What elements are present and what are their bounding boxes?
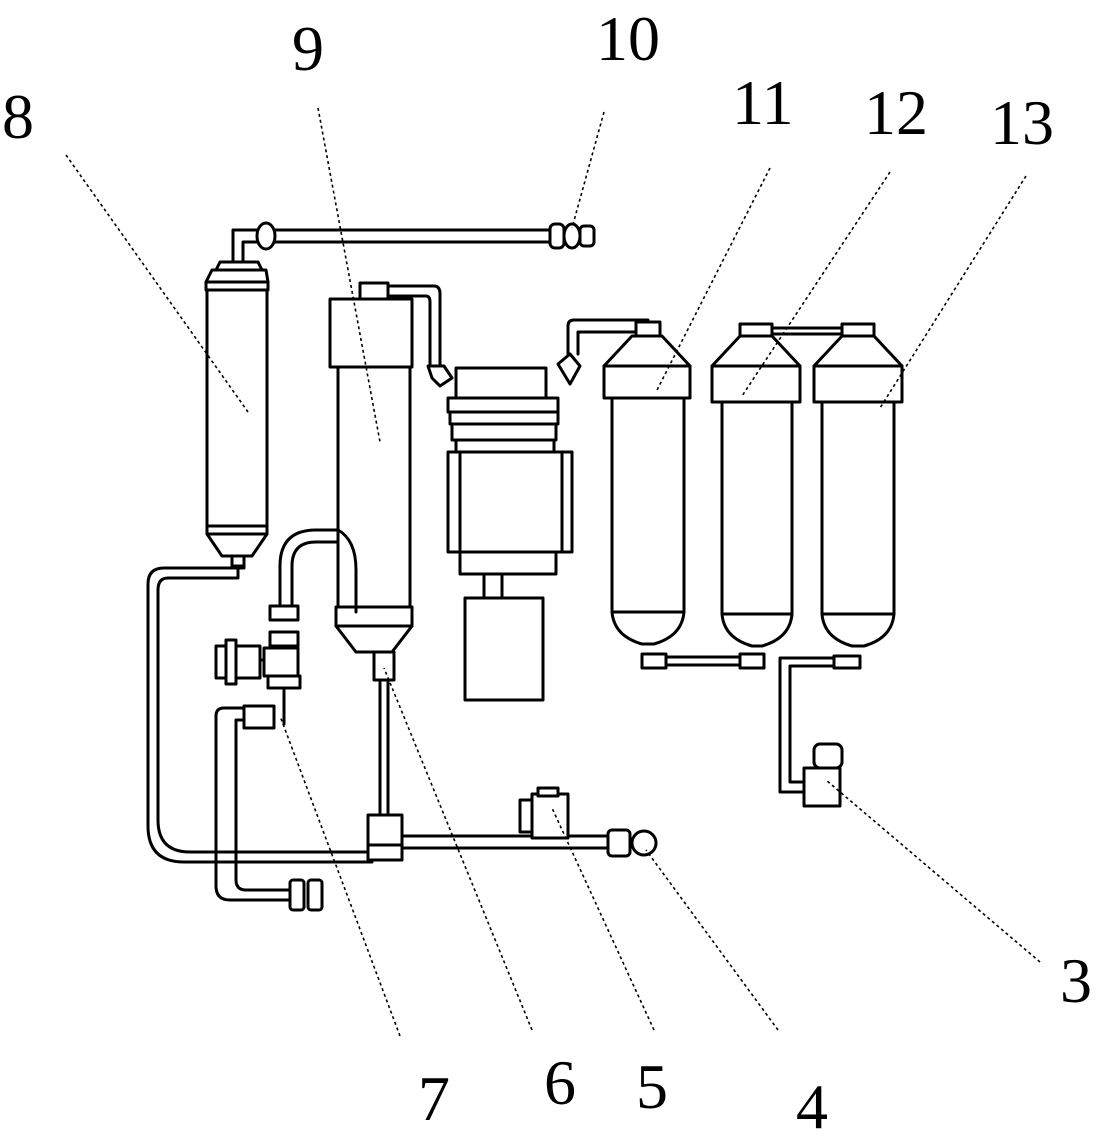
tank-13-outlet-pipe <box>778 654 862 794</box>
valve-4 <box>606 828 658 858</box>
tank-13 <box>812 322 904 648</box>
valve-5 <box>518 786 570 840</box>
valve-10 <box>548 222 596 250</box>
tank-12-13-connector <box>770 326 844 336</box>
label-6: 6 <box>544 1047 576 1118</box>
label-11: 11 <box>732 67 794 138</box>
valve-7-stack <box>214 604 302 690</box>
tank-11 <box>602 334 692 646</box>
left-lower-pipe <box>214 686 324 912</box>
loop-pipe <box>278 528 358 614</box>
tank-11-12-bottom-connector <box>640 652 766 670</box>
leader-lines <box>65 107 1041 1037</box>
number-labels: 8 9 10 11 12 13 3 4 5 6 7 <box>2 3 1092 1138</box>
bottom-left-pipe <box>146 564 374 864</box>
label-13: 13 <box>990 87 1054 158</box>
column-8 <box>204 260 270 568</box>
label-4: 4 <box>796 1071 828 1138</box>
label-10: 10 <box>596 3 660 74</box>
label-5: 5 <box>636 1051 668 1122</box>
central-unit <box>446 366 574 702</box>
label-9: 9 <box>292 13 324 84</box>
column-9-outlet-pipe <box>386 284 454 388</box>
label-12: 12 <box>864 77 928 148</box>
valve-3 <box>802 742 844 808</box>
label-3: 3 <box>1060 945 1092 1016</box>
unit-to-tank-11-pipe <box>556 318 662 386</box>
label-8: 8 <box>2 81 34 152</box>
top-pipe <box>231 221 562 264</box>
bottom-main-pipe <box>400 834 610 850</box>
label-7: 7 <box>418 1063 450 1134</box>
tank-12 <box>710 322 802 648</box>
column-9 <box>328 281 414 862</box>
